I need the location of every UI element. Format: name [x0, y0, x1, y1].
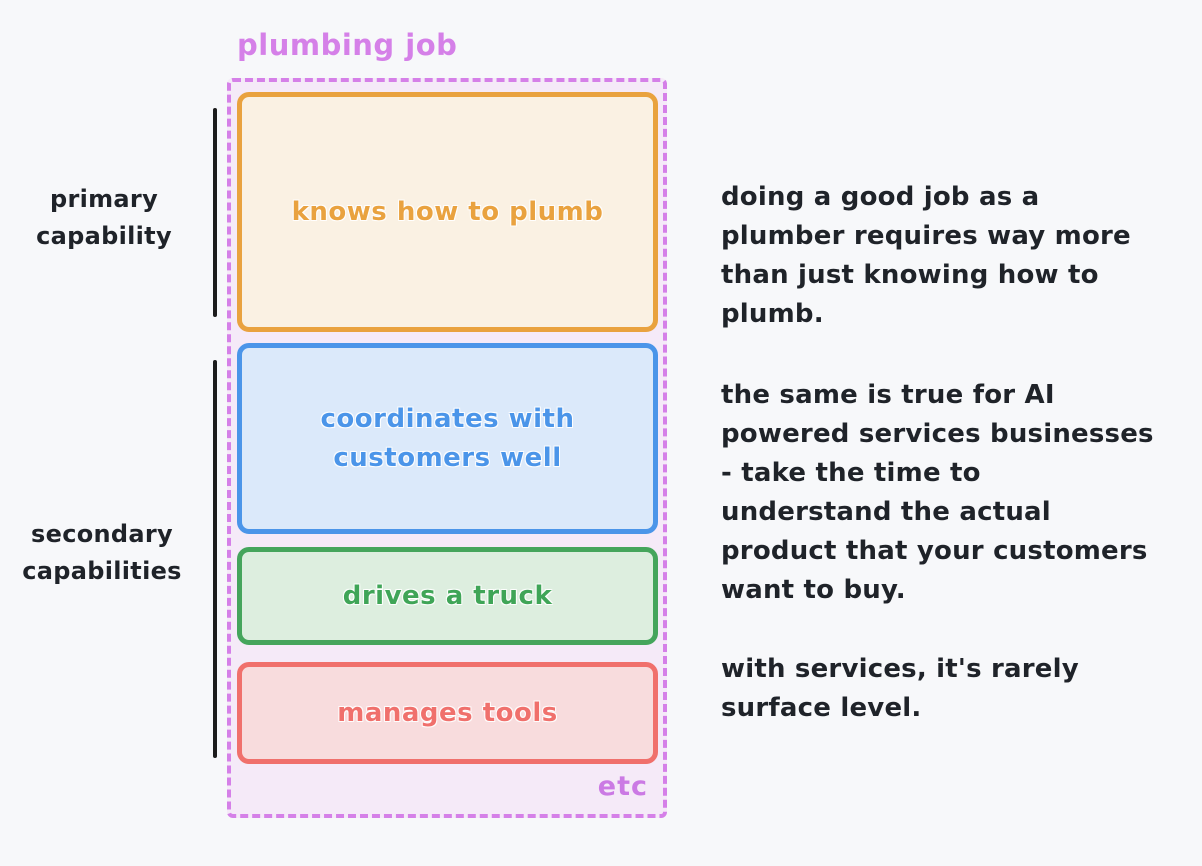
secondary-capabilities-label: secondary capabilities: [22, 520, 182, 585]
capability-box-label: knows how to plumb: [291, 196, 604, 227]
capability-box-label: manages tools: [337, 697, 558, 728]
etc-label: etc: [597, 771, 648, 802]
capability-box-label: drives a truck: [342, 580, 553, 611]
capability-box-knows-how-to-plumb: knows how to plumb: [237, 92, 658, 332]
capability-box-drives-a-truck: drives a truck: [237, 547, 658, 645]
secondary-bracket-line: [213, 360, 217, 758]
note-paragraph-surface-level: with services, it's rarely surface level…: [721, 654, 1079, 723]
note-paragraph-good-job: doing a good job as a plumber requires w…: [721, 182, 1131, 329]
primary-bracket-line: [213, 108, 217, 317]
diagram-title: plumbing job: [237, 28, 458, 62]
capability-box-coordinates-with-customers-well: coordinates with customers well: [237, 343, 658, 534]
capability-box-label: coordinates with customers well: [320, 403, 575, 473]
primary-capability-label: primary capability: [36, 185, 172, 250]
note-paragraph-ai-services: the same is true for AI powered services…: [721, 380, 1154, 605]
capability-box-manages-tools: manages tools: [237, 662, 658, 764]
